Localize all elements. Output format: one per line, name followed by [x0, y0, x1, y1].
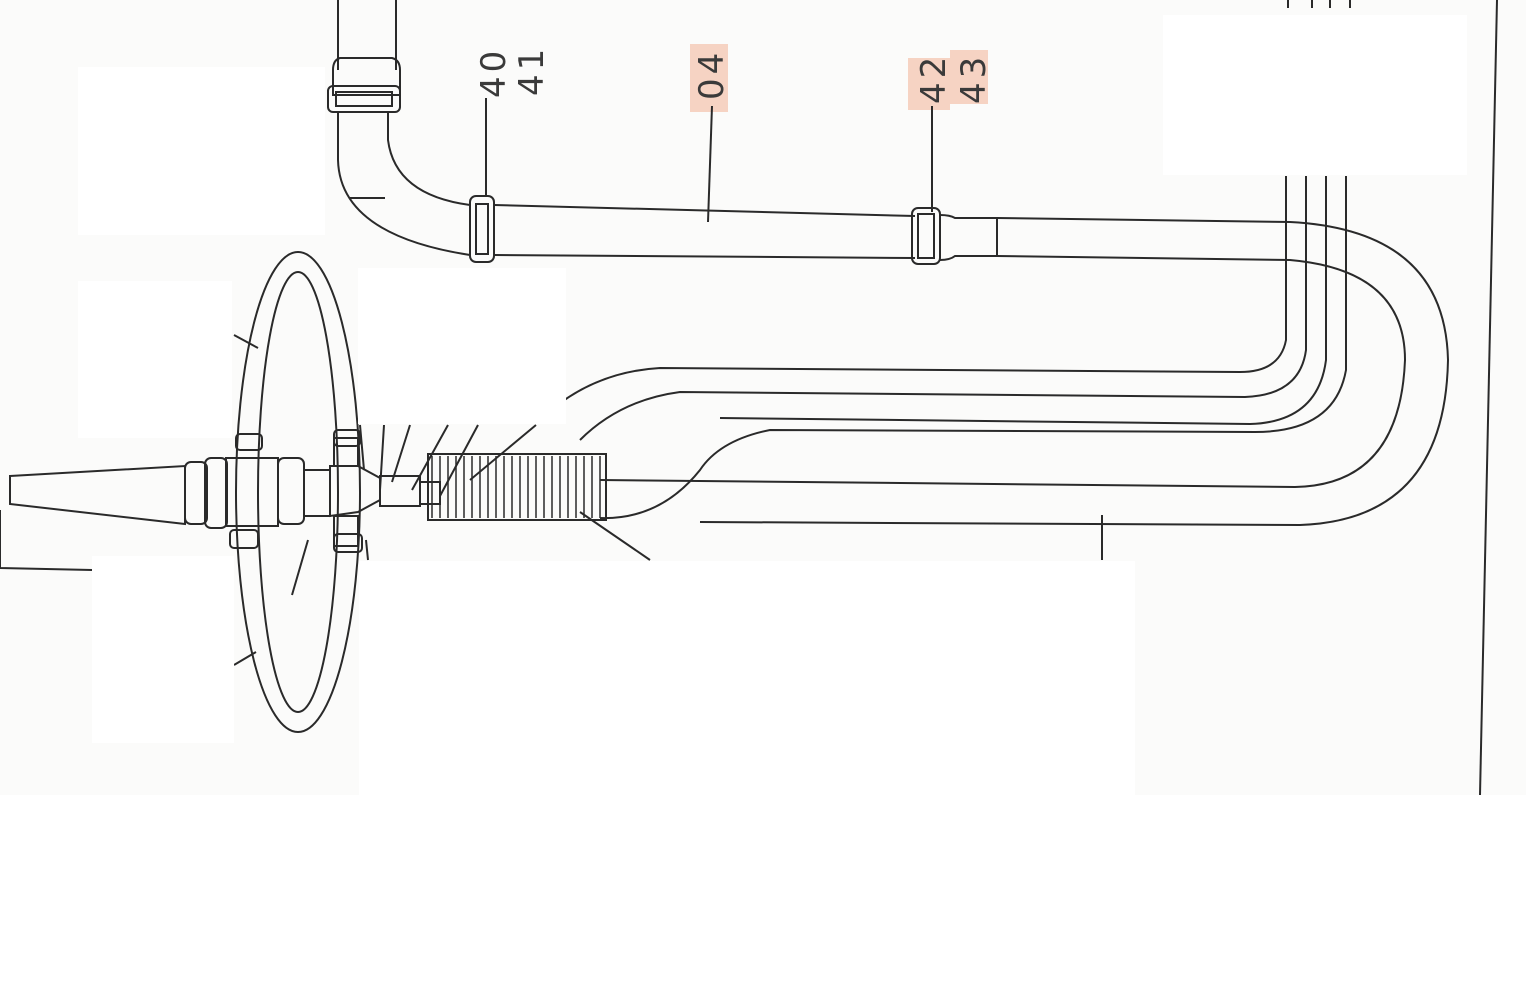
inner-loop-2	[579, 176, 1307, 441]
callout-04: 04	[692, 48, 732, 100]
hose-04	[493, 204, 916, 259]
inner-loop-1	[539, 176, 1287, 421]
callout-42: 42	[914, 52, 954, 104]
top-pipe-collar	[332, 57, 401, 96]
spring-coil	[427, 453, 607, 521]
loop-clamp-lower-left	[229, 529, 259, 549]
u-bend-outer	[699, 217, 1450, 527]
tee-bottom	[333, 515, 359, 547]
spring-stripes	[431, 456, 601, 518]
top-pipe-clamp	[327, 85, 401, 113]
clamp-40	[469, 195, 495, 263]
u-bend-inner	[599, 255, 1407, 489]
top-pipe	[337, 0, 397, 70]
callout-40: 40	[474, 46, 514, 98]
nozzle-ring	[184, 461, 208, 525]
inner-loop-4	[599, 176, 1347, 520]
blank-label-box-5	[359, 561, 1135, 795]
blank-label-box-6	[1163, 15, 1467, 175]
clamp-40-inner	[475, 203, 489, 255]
inner-loop-3	[719, 176, 1327, 426]
loop-clamp-upper-right	[333, 429, 361, 447]
hose-coupler	[939, 214, 998, 261]
loop-clamp-lower-right	[333, 533, 363, 553]
callout-43-highlight	[950, 50, 988, 104]
loop-hose-inner	[257, 271, 339, 713]
fitting-a	[379, 475, 421, 507]
leader-loop	[233, 334, 309, 666]
loop-clamp-upper-left	[235, 433, 263, 451]
leader-fan-top	[359, 424, 537, 497]
fitting-b	[419, 481, 441, 505]
callout-43: 43	[954, 52, 994, 104]
nozzle-neck	[304, 469, 331, 517]
tee-top	[333, 437, 359, 467]
top-right-lines	[1287, 0, 1351, 8]
callout-04-highlight	[690, 44, 728, 112]
blank-label-box-2	[78, 281, 232, 438]
hose-assembly-drawing	[0, 0, 1498, 795]
nozzle-ring-2	[204, 457, 228, 529]
leader-fan-bottom	[365, 511, 651, 561]
blank-label-box-4	[92, 556, 234, 743]
pipe-elbow	[337, 112, 471, 256]
nozzle-ring-3	[277, 457, 305, 525]
loop-hose-outer	[235, 251, 361, 733]
leader-nozzle	[0, 510, 93, 571]
clamp-42	[911, 207, 941, 265]
nozzle-body	[225, 457, 279, 527]
sheet-border-line	[1479, 0, 1498, 795]
blank-label-box-1	[78, 67, 325, 235]
nozzle-tip	[9, 464, 186, 526]
leader-04	[707, 105, 713, 223]
callout-41: 41	[512, 44, 552, 96]
clamp-42-inner	[917, 213, 935, 259]
callout-42-highlight	[908, 58, 950, 110]
blank-label-box-3	[358, 268, 566, 424]
top-pipe-clamp-inner	[335, 91, 393, 107]
